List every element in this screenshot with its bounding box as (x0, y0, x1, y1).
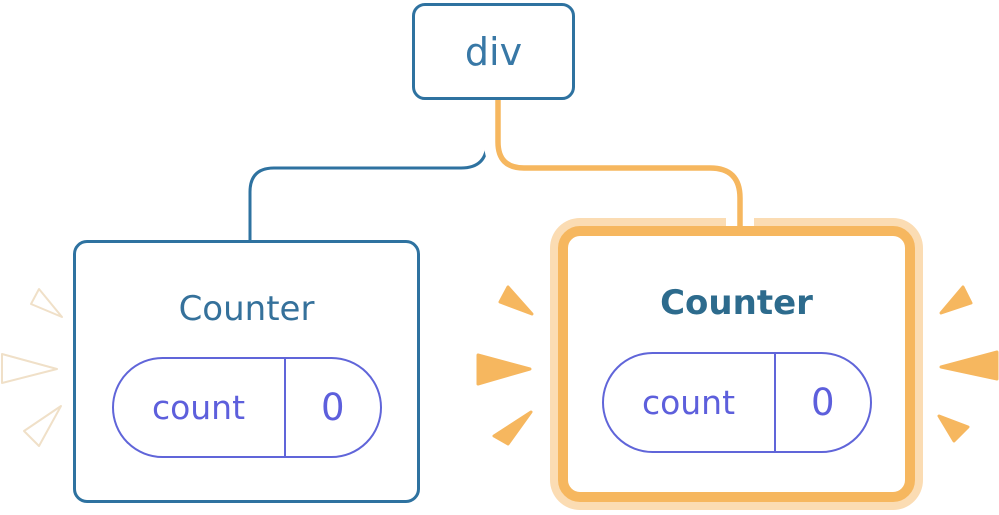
spark-icon (498, 285, 534, 316)
spark-icon (1, 353, 58, 384)
state-value: 0 (320, 386, 345, 429)
counter-title: Counter (660, 283, 813, 323)
state-pill: count 0 (111, 357, 382, 458)
root-node-div: div (412, 3, 575, 100)
spark-icon (937, 414, 970, 443)
spark-icon (30, 288, 63, 318)
edge-div-to-right-counter (495, 98, 743, 234)
root-node-label: div (464, 29, 523, 74)
state-value: 0 (810, 381, 835, 424)
edge-div-to-right-counter-casing (484, 98, 754, 226)
edge-div-to-left-counter (248, 100, 489, 246)
counter-title: Counter (178, 289, 315, 329)
counter-card-left: Counter count 0 (73, 240, 420, 503)
pill-divider (773, 354, 776, 451)
pill-divider (283, 359, 286, 456)
spark-icon (476, 353, 532, 386)
sparks-middle-orange (476, 285, 534, 446)
state-name: count (151, 388, 246, 427)
spark-icon (23, 405, 62, 447)
state-name: count (641, 383, 736, 422)
sparks-left-white (1, 288, 63, 447)
counter-card-right-highlighted: Counter count 0 (558, 226, 915, 502)
state-pill: count 0 (601, 352, 872, 453)
sparks-right-orange (937, 285, 999, 443)
spark-icon (492, 410, 533, 446)
spark-icon (939, 285, 973, 315)
spark-icon (939, 350, 999, 381)
